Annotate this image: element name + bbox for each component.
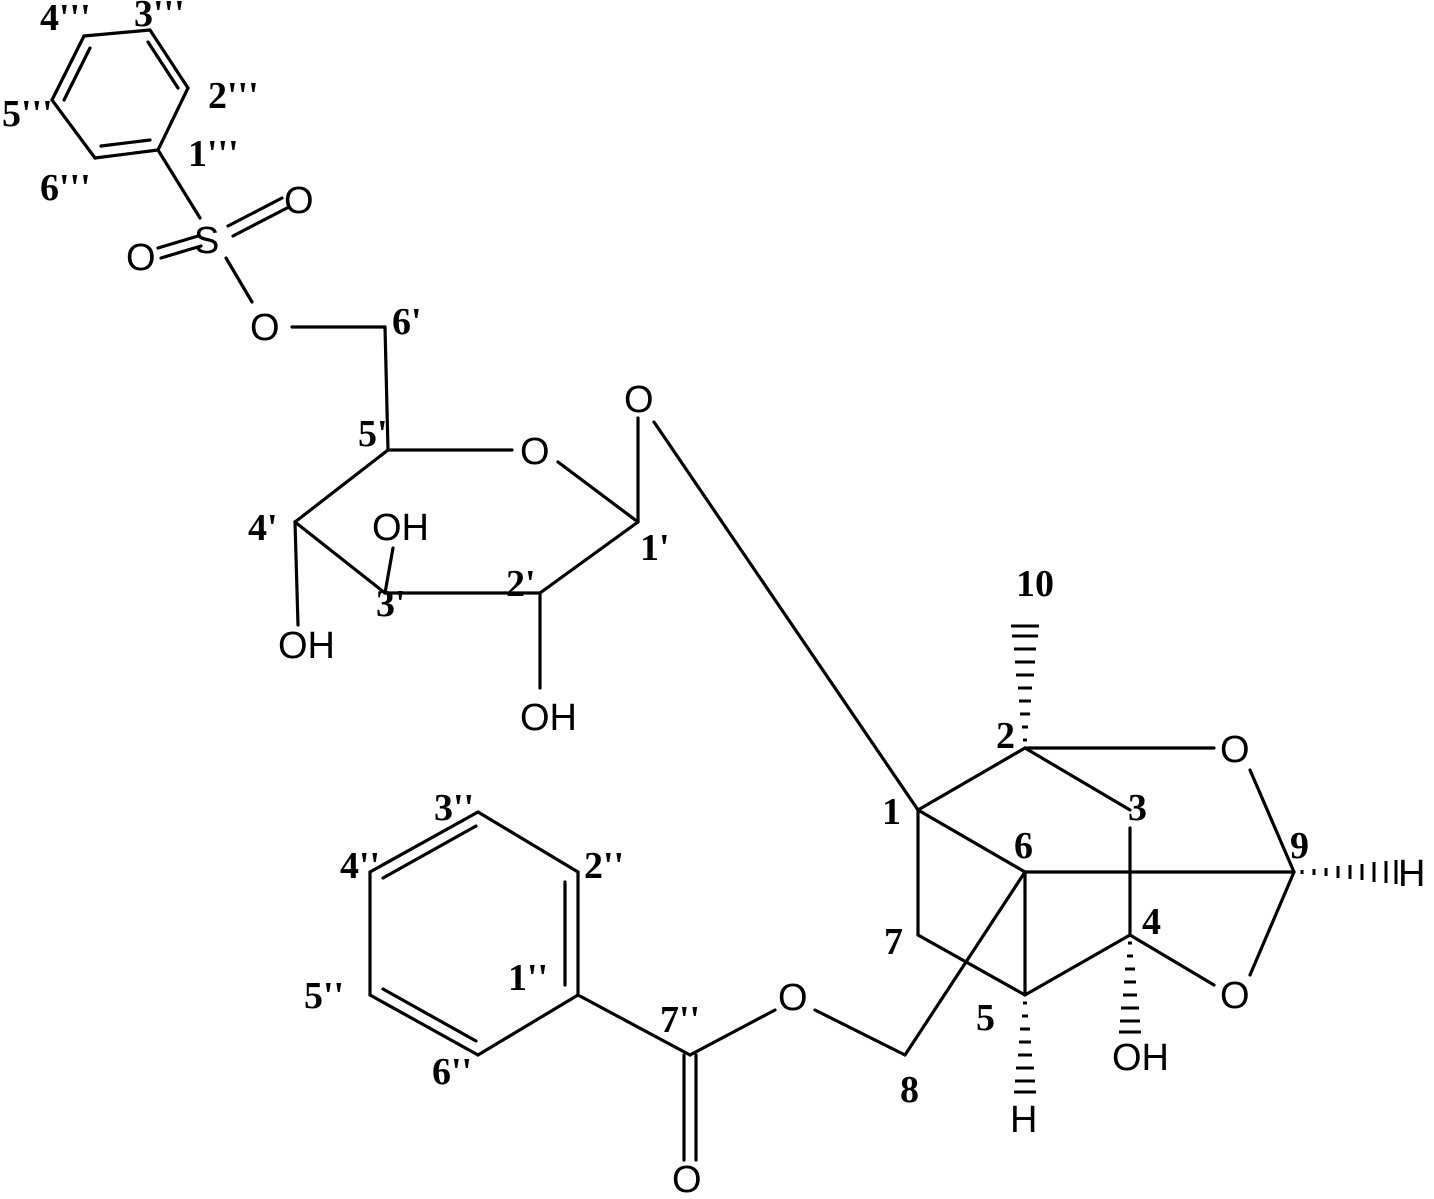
bond-ring3-c6-c5: [50, 98, 97, 160]
pos-9: 9: [1290, 825, 1309, 867]
bond-lines: [50, 28, 1296, 1162]
atom-o-benzoate-ester: O: [778, 977, 808, 1019]
bond-ring3-c3-c2-inner: [146, 40, 180, 90]
bond-c3p-c4p: [293, 520, 387, 595]
wedge-c4-oh: [1119, 941, 1141, 1034]
bond-ring2-c5-c6-inner: [381, 987, 478, 1043]
pos-4: 4: [1142, 901, 1161, 943]
bond-c3p-oh: [383, 546, 395, 595]
bond-c4p-oh: [293, 520, 300, 627]
bond-c7-c5: [916, 933, 1027, 997]
pos-3p: 3': [376, 583, 406, 625]
atom-o-carbonyl: O: [672, 1159, 702, 1199]
atom-oh-4p: OH: [278, 625, 335, 667]
atom-h-5: H: [1010, 1099, 1037, 1141]
pos-4ppp: 4''': [40, 0, 91, 39]
atom-s: S: [194, 220, 219, 262]
pos-1p: 1': [640, 527, 670, 569]
bond-oring-c1p: [556, 460, 640, 524]
bond-c6-c8: [903, 870, 1027, 1057]
bond-c1p-c2p: [538, 520, 640, 595]
pos-1ppp: 1''': [188, 133, 239, 175]
pos-2pp: 2'': [584, 845, 624, 887]
pos-6: 6: [1014, 825, 1033, 867]
pos-10: 10: [1016, 563, 1054, 605]
bond-c4p-c5p: [293, 448, 390, 524]
pos-4pp: 4'': [340, 845, 380, 887]
bond-s-o-left-b: [159, 244, 203, 260]
pos-3ppp: 3''': [134, 0, 185, 35]
bond-ring3-c5-c4: [50, 34, 86, 102]
atom-oh-3p: OH: [372, 507, 429, 549]
atom-h-9: H: [1398, 853, 1425, 895]
pos-7: 7: [884, 921, 903, 963]
bond-c2-c3: [1023, 746, 1132, 812]
bond-c7pp-c1pp: [576, 993, 692, 1057]
pos-5p: 5': [358, 413, 388, 455]
bond-c6p-c5p: [383, 325, 390, 452]
bond-s-o-left-a: [156, 234, 200, 250]
atom-oh-2p: OH: [520, 697, 577, 739]
pos-1: 1: [882, 791, 901, 833]
pos-2p: 2': [506, 563, 536, 605]
bond-c8-o: [813, 1008, 907, 1057]
bond-c1-c6: [916, 808, 1027, 874]
bond-ring2-c2-c3: [476, 810, 580, 874]
bond-ring2-c6-c1: [476, 993, 580, 1057]
pos-2: 2: [996, 715, 1015, 757]
pos-1pp: 1'': [508, 957, 548, 999]
bond-ring2-c3-c4-inner: [381, 824, 478, 880]
pos-3: 3: [1128, 787, 1147, 829]
atom-o-cage-lower: O: [1220, 975, 1250, 1017]
hashed-wedges: [1011, 624, 1398, 1094]
bond-ring2-c3-c4: [368, 810, 480, 874]
position-labels: 4''' 3''' 2''' 5''' 1''' 6''' 6' 5' 4' 3…: [2, 0, 1309, 1111]
bond-s-o-right-b: [231, 206, 289, 238]
atom-o-glycosidic: O: [624, 379, 654, 421]
atom-o-ring: O: [520, 431, 550, 473]
pos-6pp: 6'': [432, 1051, 472, 1093]
bond-s-o-ester: [224, 256, 254, 304]
pos-7pp: 7'': [660, 999, 700, 1041]
bond-c1ppp-s: [156, 148, 202, 220]
pos-8: 8: [900, 1069, 919, 1111]
atom-o-cage-upper: O: [1220, 729, 1250, 771]
atom-o-sulfonyl-right: O: [284, 180, 314, 222]
bond-ring3-c2-c1: [156, 86, 190, 152]
pos-5: 5: [976, 997, 995, 1039]
bond-ring3-c1-c6: [93, 148, 160, 160]
pos-6p: 6': [392, 301, 422, 343]
bond-ring3-c4-c3: [82, 28, 152, 38]
atom-o-ester-6p: O: [250, 307, 280, 349]
pos-5pp: 5'': [304, 975, 344, 1017]
bond-ring3-c3-c2: [148, 28, 190, 90]
bond-c1-c2: [916, 746, 1027, 812]
pos-3pp: 3'': [434, 787, 474, 829]
pos-6ppp: 6''': [40, 167, 91, 209]
bond-ring2-c5-c6: [368, 993, 480, 1057]
bond-c5-c4: [1023, 933, 1132, 997]
pos-4p: 4': [248, 507, 278, 549]
bond-ring3-c1-c6-inner: [99, 138, 152, 148]
bond-o-c7pp: [688, 1008, 777, 1057]
bond-c4-ocage: [1128, 933, 1216, 987]
bond-ocage-c9-lower: [1248, 870, 1296, 977]
wedge-c2-c10: [1011, 624, 1039, 742]
atom-o-sulfonyl-left: O: [126, 237, 156, 279]
pos-2ppp: 2''': [208, 75, 259, 117]
pos-5ppp: 5''': [2, 93, 53, 135]
atom-oh-4: OH: [1112, 1037, 1169, 1079]
bond-oglyc-c1: [652, 420, 920, 812]
atom-labels: O S O O O O OH OH OH O O H OH H O O: [126, 180, 1425, 1199]
wedge-c5-h: [1014, 1001, 1036, 1094]
bond-s-o-right-a: [226, 196, 284, 228]
wedge-c9-h: [1300, 860, 1398, 884]
bond-ocage-c9: [1248, 768, 1296, 874]
bond-ring3-c5-c4-inner: [62, 46, 92, 102]
